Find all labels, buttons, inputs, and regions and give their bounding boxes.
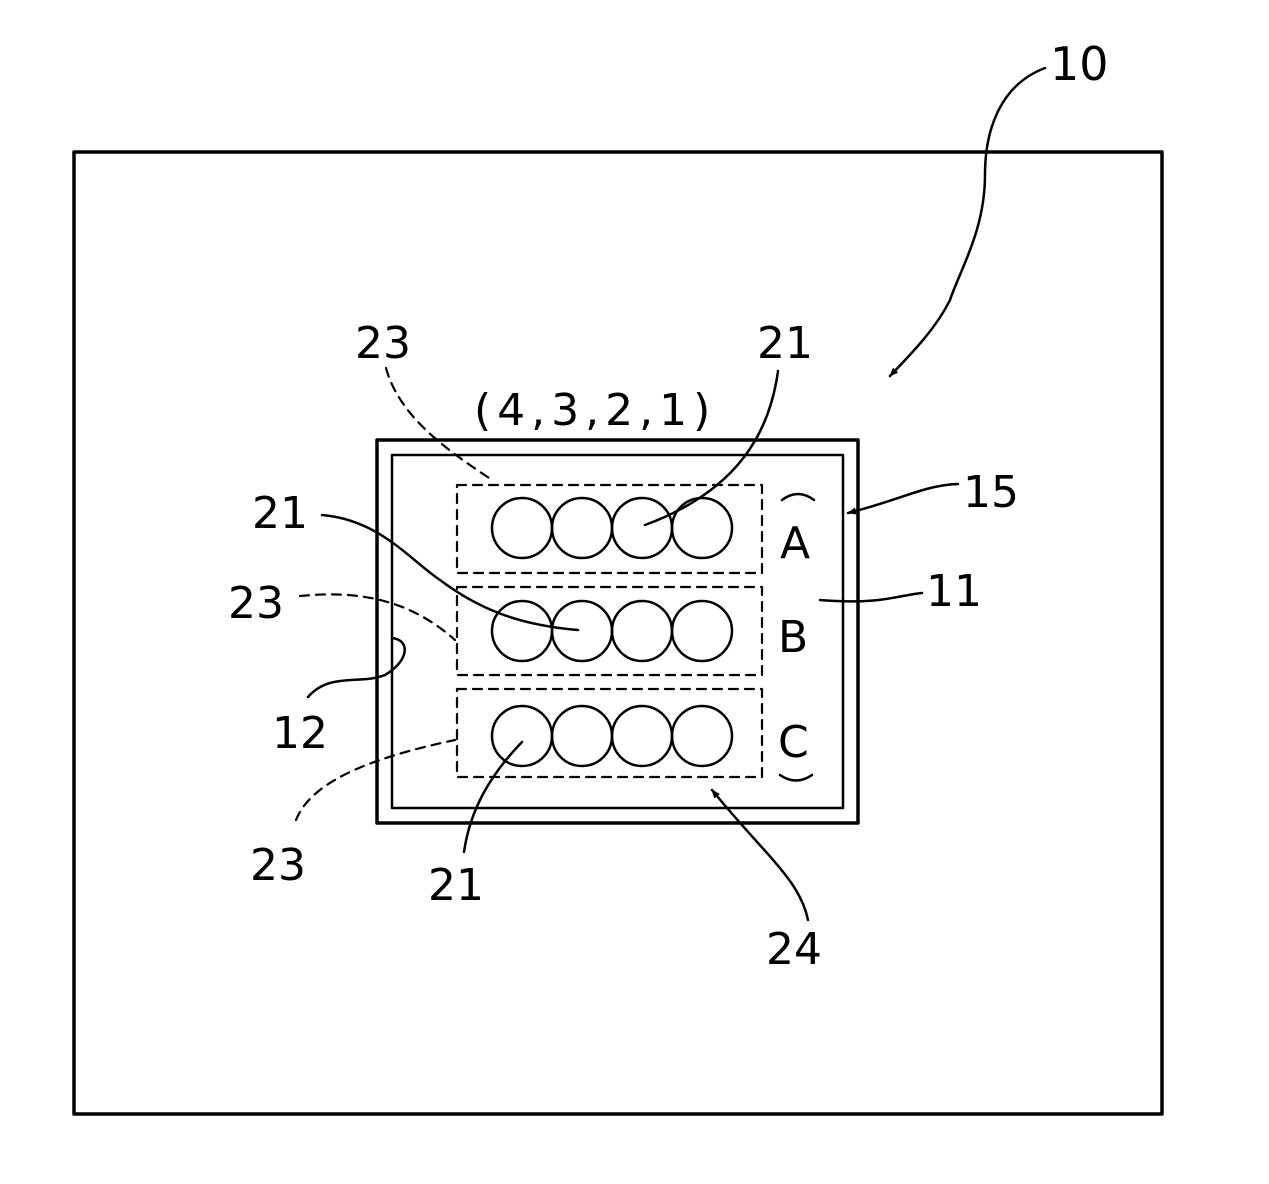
label-element-top: 21 <box>757 318 813 369</box>
label-row-c: C <box>778 717 809 768</box>
element-circle <box>672 601 732 661</box>
bracket-bottom <box>780 775 812 781</box>
device-outline <box>74 152 1162 1114</box>
element-circle <box>672 706 732 766</box>
label-row-a: A <box>780 518 810 569</box>
label-element-bot: 21 <box>428 860 484 911</box>
element-circle <box>492 706 552 766</box>
element-circle <box>612 601 672 661</box>
region-b <box>457 587 762 675</box>
label-column-order: (4,3,2,1) <box>474 385 716 436</box>
row-b-elements <box>492 601 732 661</box>
element-circle <box>612 498 672 558</box>
element-circle <box>492 601 552 661</box>
label-region-mid: 23 <box>228 578 284 629</box>
bracket-top <box>782 494 814 500</box>
label-device: 10 <box>1050 37 1109 91</box>
label-element-mid: 21 <box>252 488 308 539</box>
row-c-elements <box>492 706 732 766</box>
element-circle <box>612 706 672 766</box>
label-region-bot: 23 <box>250 840 306 891</box>
label-edge: 12 <box>272 708 328 759</box>
label-array: 24 <box>766 924 822 975</box>
leader-element-bot <box>464 742 522 852</box>
label-row-b: B <box>778 612 808 663</box>
element-circle <box>552 601 612 661</box>
region-a <box>457 485 762 573</box>
label-region-top: 23 <box>355 318 411 369</box>
leader-edge <box>308 638 405 697</box>
row-a-elements <box>492 498 732 558</box>
element-circle <box>492 498 552 558</box>
element-circle <box>552 498 612 558</box>
label-frame: 15 <box>963 467 1019 518</box>
leader-array <box>712 790 808 920</box>
leader-frame <box>848 484 958 513</box>
element-circle <box>552 706 612 766</box>
leader-device <box>890 68 1045 376</box>
label-surface: 11 <box>926 566 982 617</box>
leader-surface <box>820 593 922 601</box>
element-circle <box>672 498 732 558</box>
